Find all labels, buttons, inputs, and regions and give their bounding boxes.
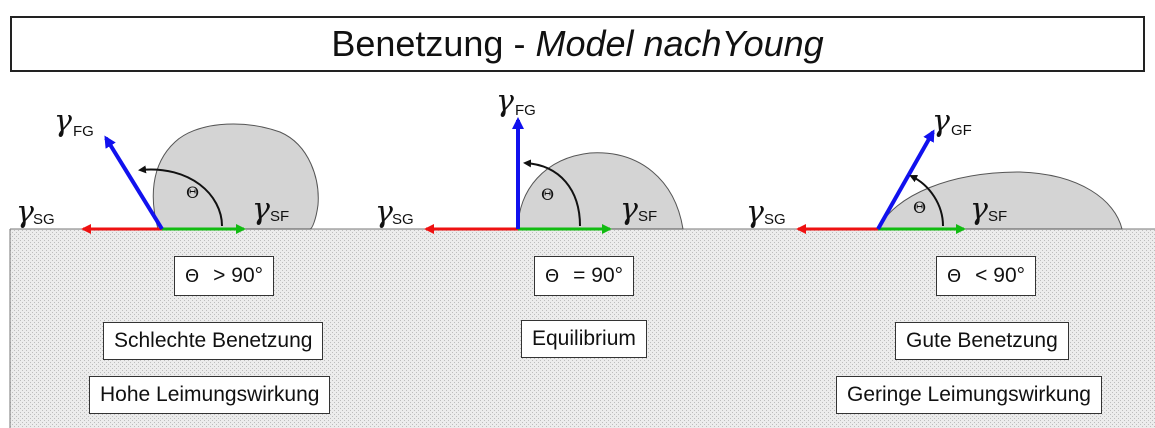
gamma-fg-label-2: γ FG xyxy=(496,84,536,119)
angle-condition-1: Θ > 90° xyxy=(174,256,275,296)
droplet-3 xyxy=(877,171,1123,230)
title-box: Benetzung - Model nachYoung xyxy=(10,16,1145,72)
angle-condition-text: < 90° xyxy=(975,264,1026,287)
gamma-gf-vector-3 xyxy=(876,129,935,230)
gamma-symbol: γ xyxy=(375,195,393,230)
gamma-symbol: γ xyxy=(970,192,988,227)
gamma-subscript: SF xyxy=(988,208,1007,225)
theta-symbol: Θ xyxy=(545,266,560,287)
gamma-subscript: SG xyxy=(392,211,414,228)
wetting-label-2: Equilibrium xyxy=(521,320,647,358)
angle-condition-text: > 90° xyxy=(213,264,264,287)
gamma-fg-vector-1 xyxy=(104,135,164,231)
theta-label-3: Θ xyxy=(913,198,926,217)
gamma-subscript: SG xyxy=(764,211,786,228)
theta-label-1: Θ xyxy=(186,183,199,202)
gamma-sg-label-1: γ SG xyxy=(16,195,55,230)
gamma-subscript: SF xyxy=(638,208,657,225)
angle-condition-3: Θ < 90° xyxy=(936,256,1037,296)
gamma-subscript: GF xyxy=(951,122,972,139)
title-main: Benetzung - xyxy=(331,23,526,64)
theta-symbol: Θ xyxy=(185,266,200,287)
gamma-symbol: γ xyxy=(932,104,950,139)
gamma-sf-label-1: γ SF xyxy=(252,192,289,227)
gamma-sf-label-2: γ SF xyxy=(620,192,657,227)
title-subtitle: Model nachYoung xyxy=(535,23,824,64)
gamma-symbol: γ xyxy=(252,192,270,227)
droplet-1 xyxy=(152,123,319,230)
angle-condition-text: = 90° xyxy=(573,264,624,287)
sizing-label-3: Geringe Leimungswirkung xyxy=(836,376,1102,414)
theta-symbol: Θ xyxy=(947,266,962,287)
angle-arc-2 xyxy=(523,159,581,227)
angle-condition-2: Θ = 90° xyxy=(534,256,635,296)
gamma-symbol: γ xyxy=(16,195,34,230)
wetting-label-1: Schlechte Benetzung xyxy=(103,322,324,360)
droplet-2 xyxy=(517,152,684,230)
gamma-symbol: γ xyxy=(746,195,764,230)
gamma-sg-label-3: γ SG xyxy=(746,195,786,230)
gamma-symbol: γ xyxy=(620,192,638,227)
gamma-subscript: FG xyxy=(515,102,536,119)
gamma-symbol: γ xyxy=(496,84,514,119)
gamma-gf-label-3: γ GF xyxy=(932,104,972,139)
theta-label-2: Θ xyxy=(541,185,554,204)
wetting-label-3: Gute Benetzung xyxy=(895,322,1069,360)
gamma-subscript: SG xyxy=(33,211,55,228)
gamma-subscript: SF xyxy=(270,208,289,225)
gamma-subscript: FG xyxy=(73,123,94,140)
gamma-symbol: γ xyxy=(54,104,72,139)
gamma-sf-label-3: γ SF xyxy=(970,192,1007,227)
sizing-label-1: Hohe Leimungswirkung xyxy=(89,376,331,414)
gamma-fg-label-1: γ FG xyxy=(54,104,94,140)
gamma-sg-label-2: γ SG xyxy=(375,195,414,230)
angle-arc-1 xyxy=(138,165,223,227)
angle-arc-3 xyxy=(909,174,944,227)
